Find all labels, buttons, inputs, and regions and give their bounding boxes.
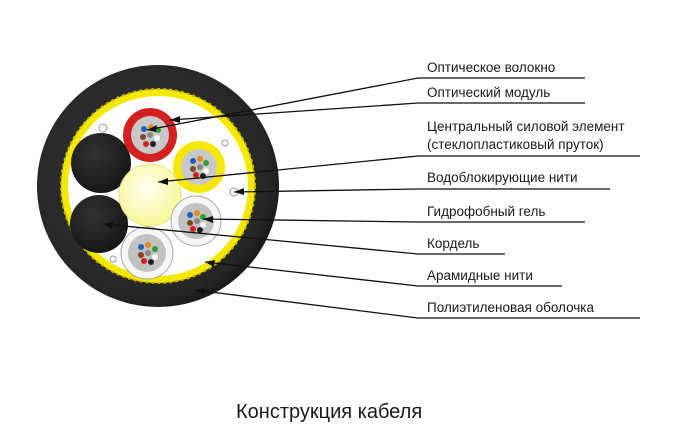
cord-top [71, 133, 131, 193]
optical-module-white-bottom [120, 226, 174, 280]
leader-hydrophobic-gel [202, 218, 585, 223]
label-optical-module: Оптический модуль [427, 85, 550, 100]
optical-module-white-right [170, 195, 222, 247]
label-central-member-line1: Центральный силовой элемент [427, 119, 625, 134]
leader-polyethylene [194, 289, 640, 319]
aramid-threads-texture [60, 88, 256, 284]
diagram-caption: Конструкция кабеля [236, 401, 422, 423]
leader-optical-fiber [146, 77, 585, 131]
leader-aramid [204, 261, 562, 287]
leader-central-member [157, 155, 640, 183]
label-hydrophobic-gel: Гидрофобный гель [427, 204, 545, 219]
cord-bottom [70, 195, 128, 253]
cable-cross-section [37, 65, 279, 307]
leader-water-blocking [233, 188, 610, 193]
leader-cord [102, 223, 505, 255]
labels: Оптическое волокно Оптический модуль Цен… [427, 60, 625, 315]
label-cord: Кордель [427, 236, 479, 251]
label-aramid-threads: Арамидные нити [427, 268, 533, 283]
leader-optical-module [169, 102, 585, 121]
label-polyethylene-sheath: Полиэтиленовая оболочка [427, 300, 595, 315]
optical-module-red [123, 108, 177, 162]
label-water-blocking-threads: Водоблокирующие нити [427, 170, 578, 185]
leader-arrowheads [103, 116, 244, 295]
label-optical-fiber: Оптическое волокно [427, 60, 555, 75]
optical-module-yellow [173, 141, 225, 193]
leader-lines [102, 77, 640, 319]
label-central-member-line2: (стеклопластиковый пруток) [427, 137, 604, 152]
